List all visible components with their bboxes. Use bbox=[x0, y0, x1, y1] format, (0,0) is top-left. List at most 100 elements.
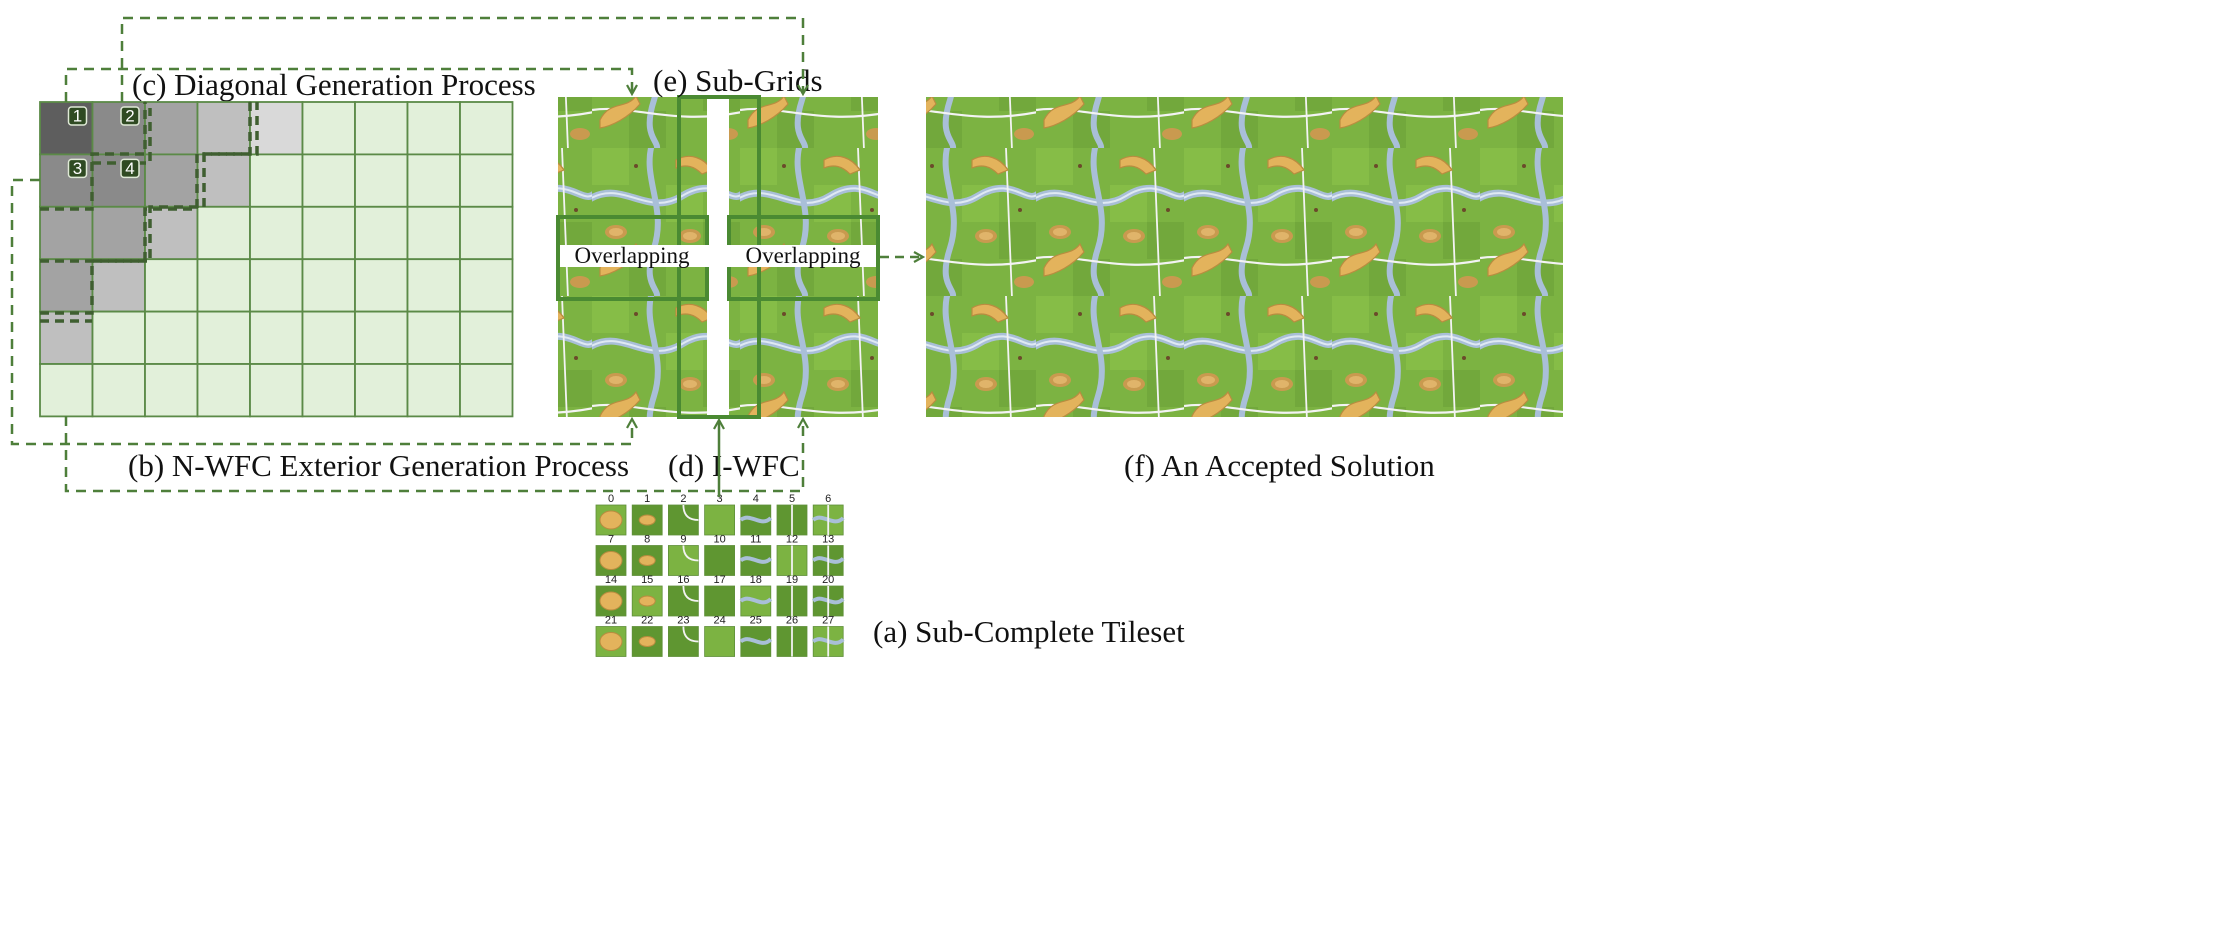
grid-cell bbox=[250, 364, 303, 416]
grid-cell bbox=[145, 259, 198, 311]
grid-cell bbox=[408, 207, 461, 259]
tile-index-label: 1 bbox=[644, 493, 650, 505]
tile-index-label: 27 bbox=[822, 615, 834, 627]
tile-field bbox=[600, 552, 622, 570]
tile-grass bbox=[705, 546, 735, 576]
tile-grass bbox=[705, 627, 735, 657]
tile-image bbox=[777, 546, 807, 576]
accepted-solution-image bbox=[926, 97, 1563, 417]
tile-index-label: 9 bbox=[680, 534, 686, 546]
tile-index-label: 23 bbox=[677, 615, 689, 627]
grid-cell bbox=[145, 364, 198, 416]
grid-cell bbox=[408, 259, 461, 311]
step-badge: 1 bbox=[69, 107, 87, 126]
tile-image bbox=[632, 505, 662, 535]
tile-index-label: 5 bbox=[789, 493, 795, 505]
grid-cell bbox=[355, 364, 408, 416]
tile-field bbox=[600, 633, 622, 651]
step-badge-label: 1 bbox=[73, 107, 82, 126]
sub-complete-tileset: 0123456789101112131415161718192021222324… bbox=[596, 493, 843, 657]
tile-image bbox=[741, 627, 771, 657]
tile-image bbox=[596, 546, 626, 576]
grid-cell bbox=[460, 207, 513, 259]
step-badge-label: 4 bbox=[125, 159, 134, 178]
grid-cell bbox=[460, 364, 513, 416]
grid-cell bbox=[303, 154, 356, 206]
tile-field bbox=[639, 596, 655, 606]
tile-image bbox=[596, 586, 626, 616]
tile-field bbox=[639, 556, 655, 566]
tile-image bbox=[596, 627, 626, 657]
tile-index-label: 13 bbox=[822, 534, 834, 546]
grid-cell bbox=[303, 364, 356, 416]
grid-cell bbox=[408, 154, 461, 206]
grid-cell bbox=[145, 207, 198, 259]
tile-index-label: 8 bbox=[644, 534, 650, 546]
tile-image bbox=[777, 505, 807, 535]
overlap-band-center bbox=[707, 245, 729, 267]
grid-cell bbox=[93, 312, 146, 364]
tile-index-label: 21 bbox=[605, 615, 617, 627]
tile-image bbox=[777, 627, 807, 657]
tile-image bbox=[668, 505, 698, 535]
tile-grass bbox=[705, 505, 735, 535]
tile-index-label: 24 bbox=[713, 615, 725, 627]
tile-field bbox=[639, 637, 655, 647]
caption-accepted-solution: (f) An Accepted Solution bbox=[1124, 448, 1435, 483]
tile-image bbox=[596, 505, 626, 535]
tile-index-label: 26 bbox=[786, 615, 798, 627]
caption-n-wfc-exterior: (b) N-WFC Exterior Generation Process bbox=[128, 448, 629, 483]
tile-index-label: 14 bbox=[605, 574, 617, 586]
grid-cell bbox=[40, 207, 93, 259]
grid-cell bbox=[355, 154, 408, 206]
tile-field bbox=[639, 515, 655, 525]
caption-diagonal-generation: (c) Diagonal Generation Process bbox=[132, 67, 536, 102]
tile-image bbox=[741, 505, 771, 535]
grid-cell bbox=[460, 102, 513, 154]
tile-index-label: 25 bbox=[750, 615, 762, 627]
tile-image bbox=[813, 627, 843, 657]
tile-image bbox=[813, 505, 843, 535]
grid-cell bbox=[93, 364, 146, 416]
caption-sub-complete-tileset: (a) Sub-Complete Tileset bbox=[873, 614, 1185, 649]
tile-image bbox=[668, 546, 698, 576]
tile-image bbox=[705, 586, 735, 616]
grid-cell bbox=[93, 259, 146, 311]
tile-image bbox=[777, 586, 807, 616]
tile-index-label: 20 bbox=[822, 574, 834, 586]
grid-cell bbox=[408, 364, 461, 416]
caption-sub-grids: (e) Sub-Grids bbox=[653, 63, 823, 98]
grid-cell bbox=[93, 207, 146, 259]
grid-cell bbox=[250, 207, 303, 259]
grid-cell bbox=[145, 312, 198, 364]
grid-cell bbox=[198, 207, 251, 259]
tile-image bbox=[705, 505, 735, 535]
step-badge-label: 2 bbox=[125, 107, 134, 126]
grid-cell bbox=[355, 259, 408, 311]
tile-index-label: 2 bbox=[680, 493, 686, 505]
tile-image bbox=[705, 546, 735, 576]
tile-index-label: 12 bbox=[786, 534, 798, 546]
grid-cell bbox=[355, 207, 408, 259]
overlapping-label-left: Overlapping bbox=[575, 243, 690, 268]
tile-image bbox=[632, 627, 662, 657]
caption-i-wfc: (d) I-WFC bbox=[668, 448, 800, 483]
grid-cell bbox=[40, 259, 93, 311]
grid-cell bbox=[40, 364, 93, 416]
tile-field bbox=[600, 592, 622, 610]
step-badge: 3 bbox=[69, 159, 87, 178]
grid-cell bbox=[250, 312, 303, 364]
step-badge: 2 bbox=[121, 107, 139, 126]
grid-cell bbox=[408, 312, 461, 364]
tile-index-label: 22 bbox=[641, 615, 653, 627]
tile-image bbox=[741, 546, 771, 576]
grid-cell bbox=[145, 102, 198, 154]
grid-cell bbox=[198, 102, 251, 154]
grid-cell bbox=[303, 102, 356, 154]
grid-cell bbox=[460, 259, 513, 311]
grid-cell bbox=[198, 259, 251, 311]
overlapping-label-right: Overlapping bbox=[746, 243, 861, 268]
tile-grass bbox=[705, 586, 735, 616]
tile-image bbox=[813, 586, 843, 616]
tile-image bbox=[813, 546, 843, 576]
